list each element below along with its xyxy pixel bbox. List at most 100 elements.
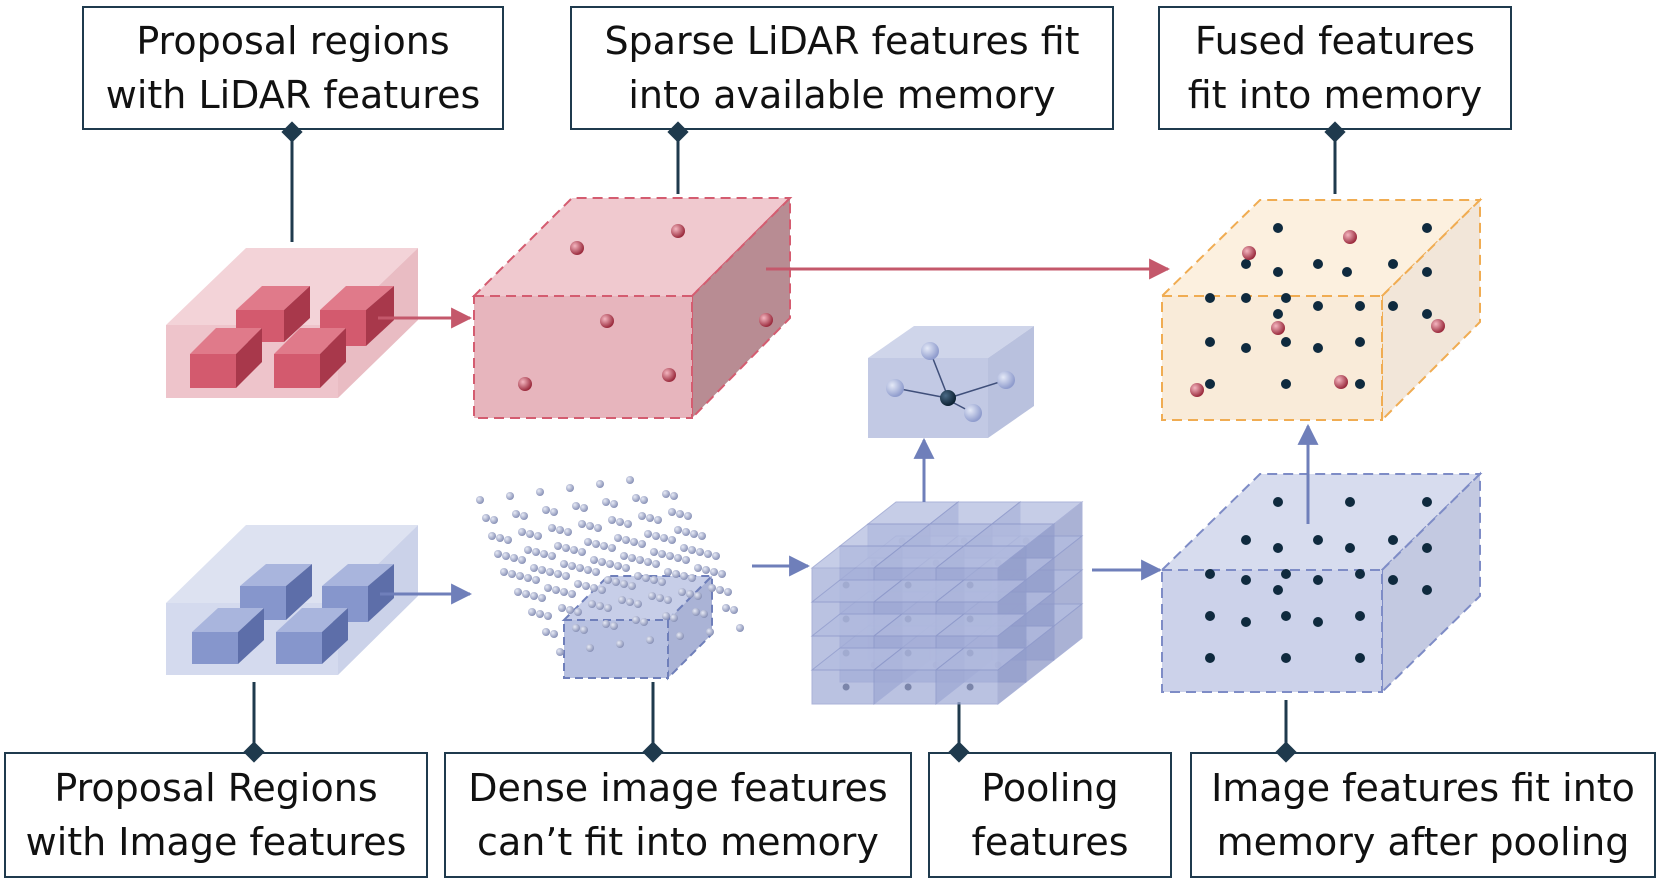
pool-cell	[934, 646, 1028, 706]
dense-point	[624, 520, 632, 528]
fused-point	[1422, 309, 1432, 319]
dense-point	[640, 618, 648, 626]
pool-cell-point	[842, 683, 850, 691]
dense-point	[532, 548, 540, 556]
label-proposal-lidar-line1: Proposal regions	[136, 19, 450, 63]
label-fused-line1: Fused features	[1194, 19, 1476, 63]
dense-point	[562, 544, 570, 552]
lidar-proposal-block	[190, 328, 262, 388]
lidar-proposal-block	[274, 328, 346, 388]
dense-image-features	[476, 476, 744, 681]
dense-point	[482, 514, 490, 522]
dense-point	[488, 532, 496, 540]
label-dense-image: Dense image features can’t fit into memo…	[444, 752, 912, 878]
pooled-point	[1241, 575, 1251, 585]
dense-point	[680, 572, 688, 580]
dense-point	[574, 608, 582, 616]
dense-point	[638, 540, 646, 548]
label-proposal-lidar: Proposal regions with LiDAR features	[82, 6, 504, 130]
dense-point	[604, 576, 612, 584]
dense-point	[542, 628, 550, 636]
dense-point	[566, 606, 574, 614]
label-pooling-line2: features	[971, 820, 1129, 864]
dense-point	[604, 604, 612, 612]
fused-point	[1355, 379, 1365, 389]
dense-point	[568, 590, 576, 598]
label-sparse-lidar-line2: into available memory	[628, 73, 1056, 117]
label-fused-line2: fit into memory	[1187, 73, 1483, 117]
dense-point	[532, 576, 540, 584]
dense-point	[580, 626, 588, 634]
pooled-point	[1313, 575, 1323, 585]
dense-point	[702, 566, 710, 574]
dense-point	[582, 582, 590, 590]
dense-point	[638, 512, 646, 520]
image-proposal-block	[192, 608, 264, 664]
dense-point	[548, 552, 556, 560]
label-sparse-lidar: Sparse LiDAR features fit into available…	[570, 6, 1114, 130]
dense-point	[578, 548, 586, 556]
dense-point	[722, 604, 730, 612]
dense-point	[592, 568, 600, 576]
dense-point	[648, 592, 656, 600]
dense-point	[548, 524, 556, 532]
dense-point	[644, 558, 652, 566]
label-pooling-line1: Pooling	[981, 766, 1119, 810]
image-proposal-regions	[166, 525, 418, 675]
dense-point	[534, 532, 542, 540]
lidar-point	[671, 224, 685, 238]
dense-point	[616, 640, 624, 648]
dense-point	[540, 550, 548, 558]
dense-point	[554, 542, 562, 550]
dense-point	[600, 542, 608, 550]
lidar-feature-points	[518, 224, 773, 391]
dense-point	[640, 496, 648, 504]
fused-point	[1241, 293, 1251, 303]
label-proposal-lidar-line2: with LiDAR features	[105, 73, 481, 117]
dense-point	[622, 564, 630, 572]
dense-point	[650, 576, 658, 584]
dense-point	[536, 488, 544, 496]
pooled-point	[1422, 497, 1432, 507]
dense-point	[652, 532, 660, 540]
dense-point	[556, 526, 564, 534]
dense-point	[646, 636, 654, 644]
dense-point	[608, 544, 616, 552]
dense-point	[632, 494, 640, 502]
dense-point	[642, 574, 650, 582]
dense-point	[528, 608, 536, 616]
label-sparse-lidar-line1: Sparse LiDAR features fit	[604, 19, 1080, 63]
dense-point	[542, 506, 550, 514]
dense-point	[526, 530, 534, 538]
dense-point	[610, 622, 618, 630]
lidar-proposal-regions	[166, 248, 418, 398]
pooled-point	[1355, 611, 1365, 621]
dense-point	[538, 594, 546, 602]
pooled-point	[1313, 535, 1323, 545]
fused-lidar-point	[1242, 246, 1256, 260]
dense-point	[668, 536, 676, 544]
pooled-point	[1345, 543, 1355, 553]
dense-point	[590, 556, 598, 564]
image-proposal-block	[276, 608, 348, 664]
dense-point	[652, 560, 660, 568]
fused-point	[1313, 343, 1323, 353]
fused-point	[1313, 301, 1323, 311]
dense-point	[538, 566, 546, 574]
dense-point	[544, 584, 552, 592]
dense-point	[602, 498, 610, 506]
pooled-point	[1281, 611, 1291, 621]
dense-point	[736, 624, 744, 632]
dense-point	[608, 516, 616, 524]
dense-point	[590, 584, 598, 592]
pooled-point	[1388, 535, 1398, 545]
dense-point	[564, 528, 572, 536]
dense-point	[598, 558, 606, 566]
pooled-point	[1241, 617, 1251, 627]
dense-point	[694, 592, 702, 600]
dense-point	[628, 582, 636, 590]
dense-point	[572, 624, 580, 632]
dense-point	[668, 508, 676, 516]
dense-point	[584, 538, 592, 546]
dense-point	[602, 620, 610, 628]
